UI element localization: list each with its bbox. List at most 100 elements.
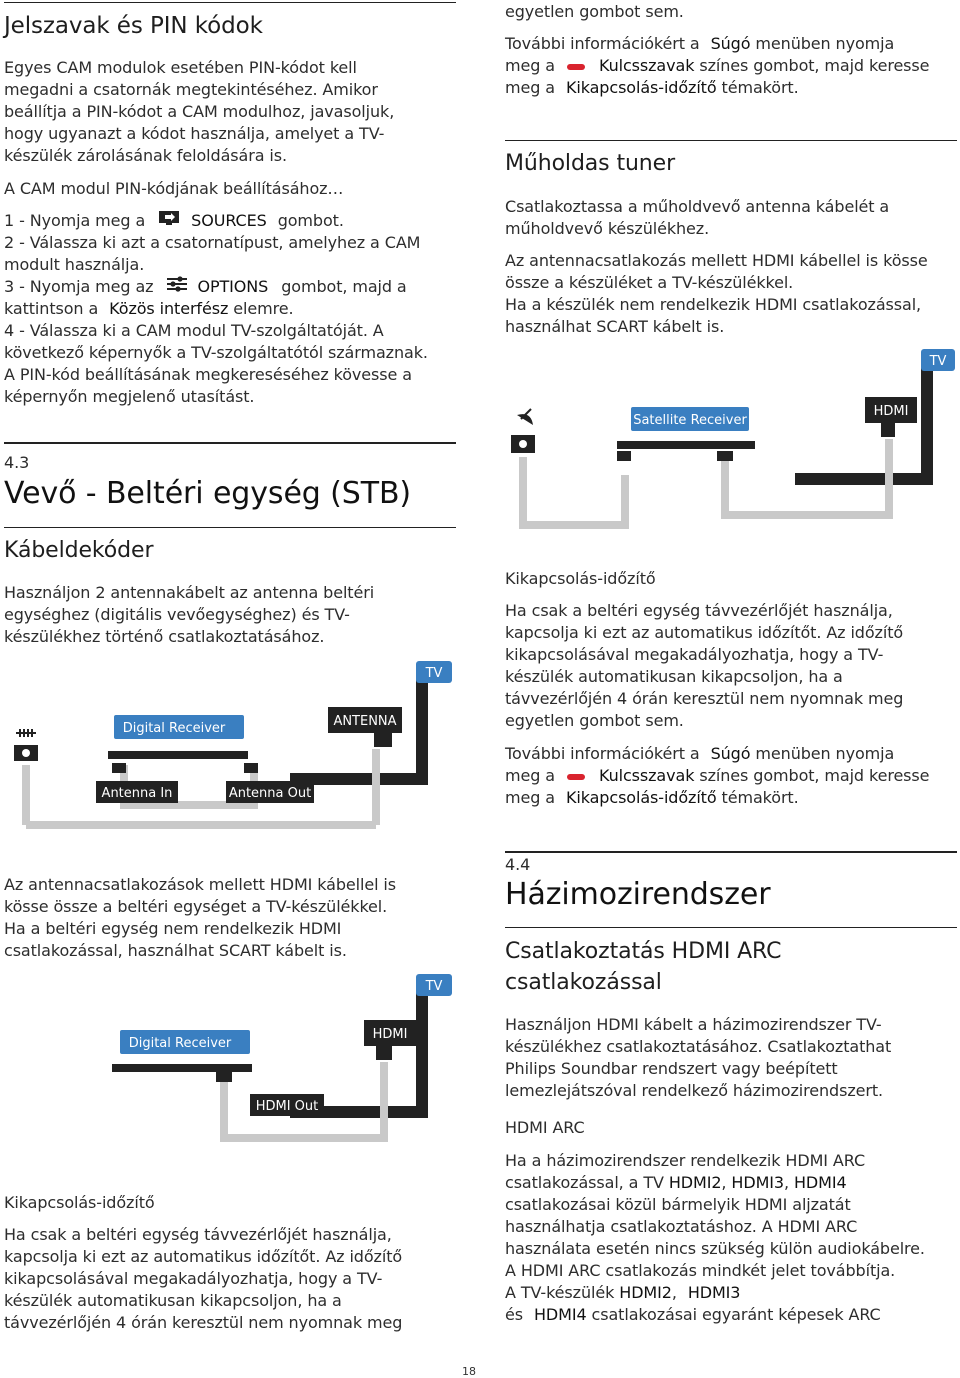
help-menu-label: Súgó — [710, 34, 751, 53]
more-info-line-1: További információkért a Súgó menüben ny… — [505, 743, 894, 765]
cable-heading: Kábeldekóder — [4, 538, 154, 563]
text-line: egyetlen gombot sem. — [505, 2, 684, 21]
step-text: elemre. — [233, 299, 294, 318]
section-title: Házimozirendszer — [505, 877, 771, 912]
red-key-icon — [566, 63, 585, 70]
text-span: színes gombot, majd keresse — [699, 56, 930, 75]
port-label: HDMI3 — [687, 1283, 741, 1302]
text-span: További információkért a — [505, 744, 700, 763]
text-span: , — [783, 1173, 789, 1192]
topic-label: Kikapcsolás-időzítő — [565, 788, 717, 807]
antenna-socket-icon — [14, 729, 38, 761]
digital-receiver: Digital Receiver — [108, 715, 258, 773]
text-line: Ha a készülék nem rendelkezik HDMI csatl… — [505, 295, 922, 314]
text-line: beállítja a PIN-kódot a CAM modulhoz, ja… — [4, 102, 395, 121]
text-span: A TV-készülék — [505, 1283, 615, 1302]
text-line: és HDMI4 csatlakozásai egyaránt képesek … — [505, 1304, 881, 1326]
page-number: 18 — [462, 1365, 476, 1378]
more-info-line-3: meg a Kikapcsolás-időzítő témakört. — [505, 77, 799, 99]
text-line: Ha a házimozirendszer rendelkezik HDMI A… — [505, 1151, 866, 1170]
section-title: Vevő - Beltéri egység (STB) — [4, 476, 412, 511]
antenna-port-label: ANTENNA — [333, 714, 396, 729]
text-span: és — [505, 1305, 523, 1324]
text-line: készülék automatikusan kikapcsoljon, ha … — [505, 667, 843, 686]
help-menu-label: Súgó — [710, 744, 751, 763]
step-3: 3 - Nyomja meg az OPTIONS gombot, majd a — [4, 276, 407, 299]
menu-item-common-interface: Közös interfész — [109, 299, 229, 318]
hdmi-diagram: TV HDMI Digital Receiver HDMI Out — [112, 974, 452, 1142]
text-line: kapcsolja ki ezt az automatikus időzítőt… — [505, 623, 904, 642]
tv-shape: TV HDMI — [795, 349, 955, 485]
text-line: készülékhez történő csatlakoztatásához. — [4, 627, 325, 646]
text-line: távvezérlőjén 4 órán keresztül nem nyomn… — [4, 1313, 403, 1332]
text-line: használhat SCART kábelt is. — [505, 317, 725, 336]
text-span: témakört. — [721, 788, 799, 807]
port-label: HDMI2 — [619, 1283, 672, 1302]
arc-heading-line: csatlakozással — [505, 970, 662, 995]
antenna-in-label: Antenna In — [102, 786, 173, 801]
text-line: A HDMI ARC csatlakozás mindkét jelet tov… — [505, 1261, 896, 1280]
hdmi-port-label: HDMI — [874, 404, 909, 419]
subsection-rule — [505, 927, 957, 928]
red-key-icon — [566, 773, 585, 780]
text-span: További információkért a — [505, 34, 700, 53]
text-span: meg a — [505, 788, 555, 807]
step-1: 1 - Nyomja meg a SOURCES gombot. — [4, 210, 344, 233]
step-3-line2: kattintson a Közös interfész elemre. — [4, 298, 294, 320]
text-line: használata esetén nincs szükség külön au… — [505, 1239, 925, 1258]
text-span: , — [721, 1173, 727, 1192]
hdmi-port-label: HDMI — [373, 1027, 408, 1042]
port-label: HDMI4 — [533, 1305, 587, 1324]
step-4-line: következő képernyők a TV-szolgáltatótól … — [4, 343, 428, 362]
step-4-line: 4 - Válassza ki a CAM modul TV-szolgálta… — [4, 321, 384, 340]
antenna-out-label: Antenna Out — [229, 786, 311, 801]
text-line: műholdvevő készülékhez. — [505, 219, 710, 238]
step-4-line: A PIN-kód beállításának megkereséséhez k… — [4, 365, 412, 384]
tv-shape: TV HDMI — [290, 974, 452, 1118]
text-span: csatlakozással, a TV — [505, 1173, 664, 1192]
satellite-dish-icon — [511, 408, 535, 453]
more-info-line-1: További információkért a Súgó menüben ny… — [505, 33, 894, 55]
text-span: meg a — [505, 766, 555, 785]
top-rule-left — [4, 2, 456, 3]
text-line: kikapcsolásával megakadályozhatja, hogy … — [4, 1269, 383, 1288]
satellite-receiver: Satellite Receiver — [617, 407, 755, 461]
text-line: össze a készüléket a TV-készülékkel. — [505, 273, 794, 292]
text-line: hogy ugyanazt a kódot használja, amelyet… — [4, 124, 385, 143]
text-span: , — [671, 1283, 677, 1302]
text-line: Ha csak a beltéri egység távvezérlőjét h… — [4, 1225, 392, 1244]
text-line: készülék zárolásának feloldására is. — [4, 146, 287, 165]
text-line: lemezlejátszóval rendelkező házimozirend… — [505, 1081, 884, 1100]
tv-label: TV — [425, 666, 443, 681]
text-line: Az antennacsatlakozás mellett HDMI kábel… — [505, 251, 928, 270]
receiver-label: Digital Receiver — [129, 1036, 232, 1051]
hdmi-out-label: HDMI Out — [256, 1099, 319, 1114]
step-text: 3 - Nyomja meg az — [4, 277, 154, 296]
more-info-line-3: meg a Kikapcsolás-időzítő témakört. — [505, 787, 799, 809]
text-line: készülékhez csatlakoztatásához. Csatlako… — [505, 1037, 892, 1056]
tv-shape: TV ANTENNA — [290, 661, 452, 785]
step-text: 1 - Nyomja meg a — [4, 211, 146, 230]
section-number: 4.3 — [4, 453, 30, 472]
cable-decoder-diagram: TV ANTENNA Digital Receiver Antenna In A… — [14, 661, 452, 829]
keywords-label: Kulcsszavak — [598, 766, 695, 785]
port-label: HDMI3 — [731, 1173, 784, 1192]
text-line: csatlakozásai közül bármelyik HDMI aljza… — [505, 1195, 851, 1214]
options-icon — [166, 276, 188, 298]
text-span: meg a — [505, 78, 555, 97]
sources-key-label: SOURCES — [191, 211, 267, 230]
section-rule — [4, 442, 456, 444]
options-key-label: OPTIONS — [197, 277, 269, 296]
step-4-line: képernyőn megjelenő utasítást. — [4, 387, 255, 406]
timer-heading-right: Kikapcsolás-időzítő — [505, 569, 656, 588]
satellite-heading: Műholdas tuner — [505, 151, 676, 176]
port-label: HDMI4 — [793, 1173, 847, 1192]
receiver-label: Satellite Receiver — [633, 413, 747, 428]
pin-heading: Jelszavak és PIN kódok — [4, 13, 263, 39]
sources-icon — [158, 210, 182, 232]
text-span: menüben nyomja — [755, 34, 895, 53]
text-line: Philips Soundbar rendszert vagy beépítet… — [505, 1059, 838, 1078]
subsection-rule — [505, 140, 957, 141]
